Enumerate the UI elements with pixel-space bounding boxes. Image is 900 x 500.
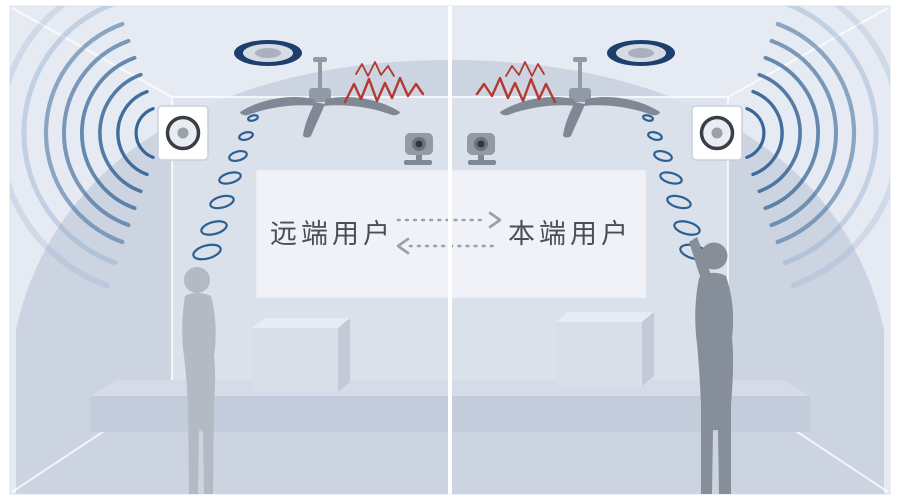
noise-scribble-right-icon	[475, 61, 557, 104]
room-divider	[448, 6, 452, 494]
ceiling-speaker-left-icon	[234, 40, 302, 66]
ptz-camera-left-icon	[404, 133, 433, 165]
sound-wave-arcs-right-icon	[745, 6, 890, 289]
sound-wave-arcs-left-icon	[10, 6, 155, 289]
sound-wave-chain-left-icon	[192, 114, 259, 261]
wall-speaker-right-icon	[691, 105, 743, 161]
left-room-label: 远端用户	[270, 219, 394, 249]
ptz-camera-right-icon	[467, 133, 496, 165]
person-silhouette-left-icon	[182, 267, 216, 494]
ceiling-fan-right-icon	[500, 57, 660, 138]
podium-right	[556, 312, 654, 386]
arrowhead-right-icon	[488, 211, 502, 229]
person-silhouette-right-icon	[689, 237, 734, 494]
ceiling-speaker-right-icon	[607, 40, 675, 66]
ceiling-fan-left-icon	[240, 57, 400, 138]
podium-left	[252, 318, 350, 392]
right-room-label: 本端用户	[508, 219, 632, 249]
audio-exchange-arrows	[396, 211, 502, 255]
noise-scribble-left-icon	[343, 61, 425, 104]
wall-speaker-left-icon	[157, 105, 209, 161]
arrowhead-left-icon	[396, 237, 410, 255]
